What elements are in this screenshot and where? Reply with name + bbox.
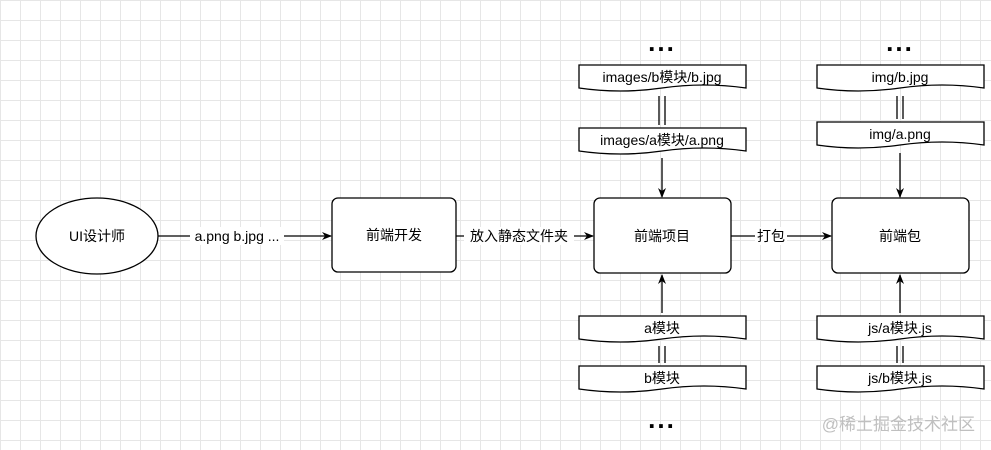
- node-frontend-project[interactable]: 前端项目: [593, 197, 732, 274]
- edge-project-to-package-label: 打包: [757, 228, 785, 244]
- node-frontend-dev[interactable]: 前端开发: [331, 197, 457, 273]
- doc-images-a-png[interactable]: images/a模块/a.png: [578, 127, 747, 155]
- doc-connector-package-top: [896, 96, 904, 119]
- doc-img-a-png-label: img/a.png: [869, 126, 930, 142]
- edge-dev-to-project[interactable]: 放入静态文件夹: [456, 227, 594, 245]
- doc-img-a-png[interactable]: img/a.png: [816, 121, 985, 149]
- doc-b-module-label: b模块: [644, 370, 680, 386]
- doc-js-a-module-label: js/a模块.js: [867, 320, 932, 336]
- node-frontend-dev-label: 前端开发: [366, 227, 422, 243]
- edge-dev-to-project-label: 放入静态文件夹: [470, 228, 568, 244]
- node-ui-designer[interactable]: UI设计师: [35, 197, 159, 275]
- doc-images-b-jpg-label: images/b模块/b.jpg: [602, 69, 721, 85]
- doc-img-b-jpg-label: img/b.jpg: [872, 69, 929, 85]
- edge-project-to-package[interactable]: 打包: [731, 227, 832, 245]
- edge-designer-to-dev-label: a.png b.jpg ...: [195, 228, 280, 244]
- doc-js-a-module[interactable]: js/a模块.js: [816, 315, 985, 343]
- doc-images-a-png-label: images/a模块/a.png: [600, 132, 724, 148]
- package-assets-more: ...: [886, 27, 914, 57]
- doc-connector-package-bottom: [896, 346, 904, 363]
- doc-b-module[interactable]: b模块: [578, 365, 747, 393]
- doc-a-module[interactable]: a模块: [578, 315, 747, 343]
- edge-designer-to-dev[interactable]: a.png b.jpg ...: [158, 227, 332, 245]
- doc-connector-project-top: [658, 96, 666, 125]
- doc-connector-project-bottom: [658, 346, 666, 363]
- watermark-text: @稀土掘金技术社区: [822, 415, 975, 434]
- doc-a-module-label: a模块: [644, 320, 680, 336]
- node-frontend-project-label: 前端项目: [634, 228, 690, 244]
- doc-js-b-module[interactable]: js/b模块.js: [816, 365, 985, 393]
- node-frontend-package-label: 前端包: [879, 228, 921, 244]
- node-frontend-package[interactable]: 前端包: [831, 197, 970, 274]
- project-modules-more: ...: [648, 404, 676, 434]
- doc-js-b-module-label: js/b模块.js: [867, 370, 932, 386]
- node-ui-designer-label: UI设计师: [69, 228, 125, 244]
- doc-img-b-jpg[interactable]: img/b.jpg: [816, 64, 985, 92]
- doc-images-b-jpg[interactable]: images/b模块/b.jpg: [578, 64, 747, 92]
- project-assets-more: ...: [648, 27, 676, 57]
